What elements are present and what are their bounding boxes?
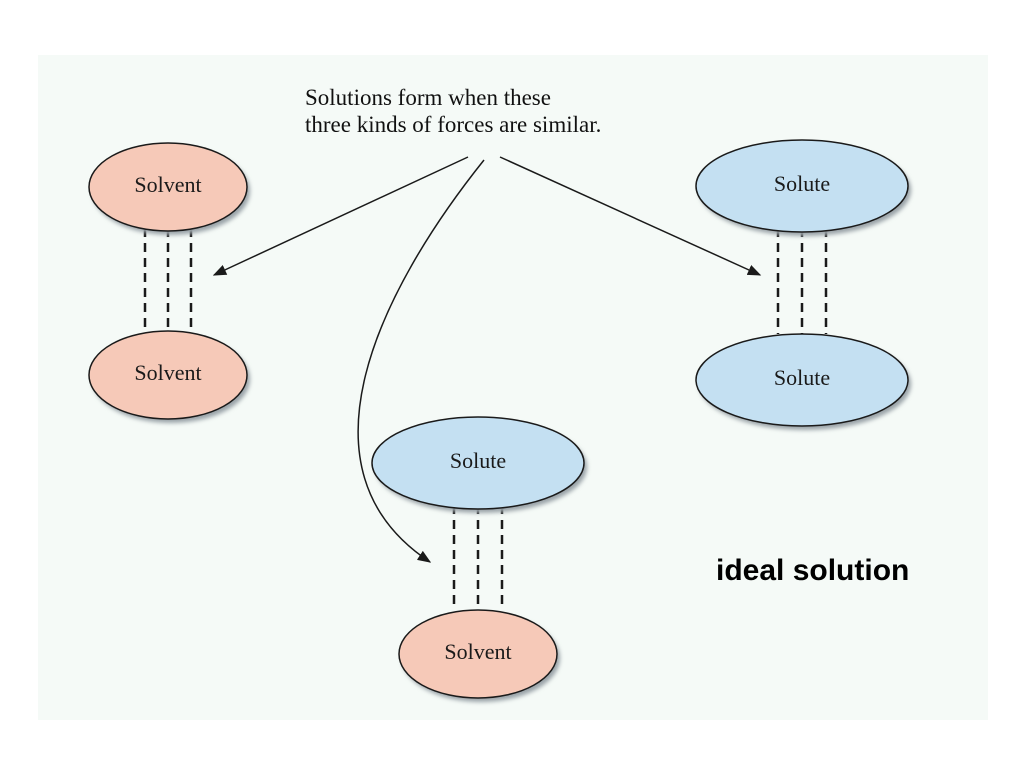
caption: Solutions form when these three kinds of…: [305, 84, 601, 138]
pair-solute-solvent: Solute Solvent: [371, 416, 587, 702]
solvent-ellipse: Solvent: [88, 330, 250, 423]
solute-ellipse: Solute: [371, 416, 587, 513]
interaction-lines: [776, 228, 828, 334]
node-label: Solute: [774, 365, 830, 390]
arrow-to-mixed-pair: [357, 159, 485, 563]
node-label: Solvent: [134, 172, 201, 197]
solute-ellipse: Solute: [695, 139, 911, 236]
node-label: Solute: [450, 448, 506, 473]
node-label: Solvent: [134, 360, 201, 385]
node-label: Solvent: [444, 639, 511, 664]
caption-line: three kinds of forces are similar.: [305, 112, 602, 137]
solvent-ellipse: Solvent: [88, 142, 250, 235]
arrow-to-solute-pair: [499, 156, 762, 276]
interaction-lines: [143, 228, 193, 330]
caption-line: Solutions form when these: [305, 85, 551, 110]
interaction-lines: [452, 505, 504, 610]
ideal-solution-label: ideal solution: [716, 554, 910, 587]
solvent-ellipse: Solvent: [398, 609, 560, 702]
arrows: [212, 156, 762, 563]
pair-solute-solute: Solute Solute: [695, 139, 911, 430]
node-label: Solute: [774, 171, 830, 196]
arrow-to-solvent-pair: [212, 156, 469, 276]
pair-solvent-solvent: Solvent Solvent: [88, 142, 250, 423]
solute-ellipse: Solute: [695, 333, 911, 430]
